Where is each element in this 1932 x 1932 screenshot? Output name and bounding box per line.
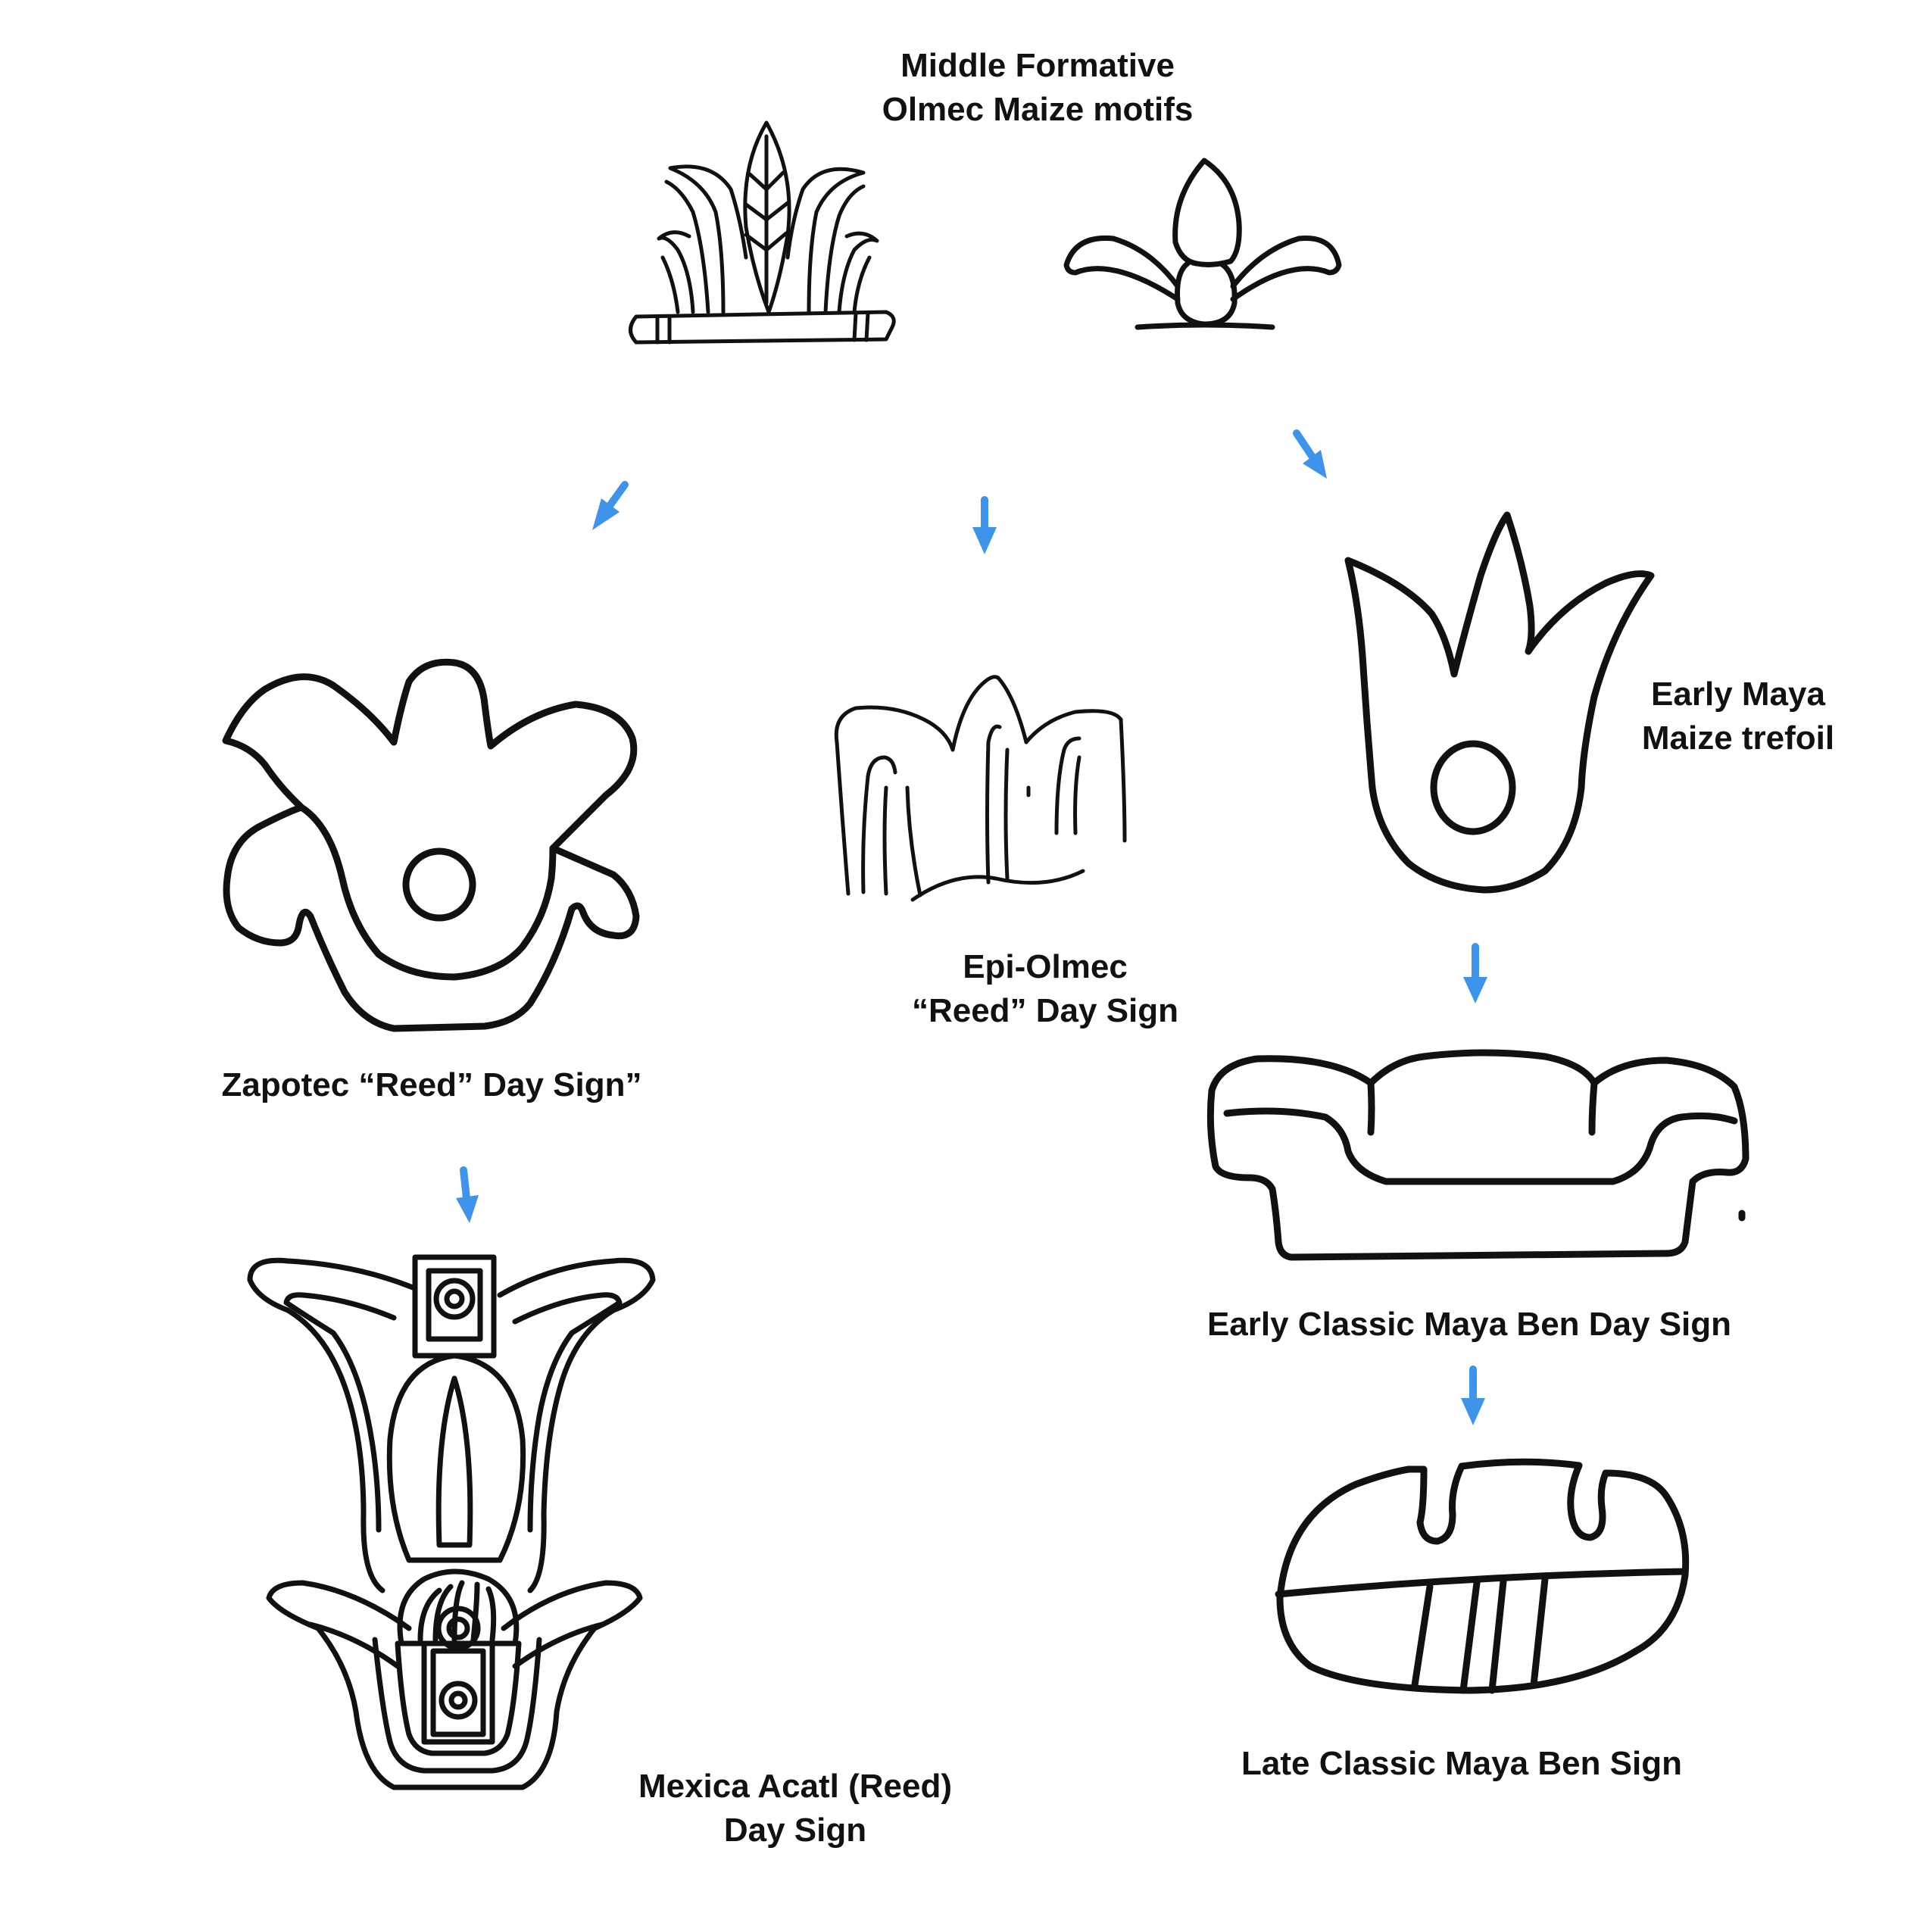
- label-line: “Reed” Day Sign: [911, 992, 1179, 1029]
- label-early-classic-ben: Early Classic Maya Ben Day Sign: [1136, 1303, 1802, 1347]
- arrow-to-epi-olmec-icon: [972, 496, 997, 554]
- label-line: Zapotec “Reed” Day Sign”: [221, 1066, 642, 1103]
- arrow-to-mexica-icon: [456, 1166, 479, 1223]
- label-line: Late Classic Maya Ben Sign: [1241, 1745, 1682, 1782]
- late-ben-glyph-icon: [1275, 1458, 1690, 1694]
- maize-trefoil-glyph-icon: [1344, 511, 1655, 894]
- olmec-maize-ear-icon: [629, 120, 896, 345]
- label-epi-olmec-reed: Epi-Olmec “Reed” Day Sign: [826, 945, 1265, 1033]
- arrow-to-early-classic-ben-icon: [1463, 943, 1487, 1003]
- early-ben-glyph-icon: [1206, 1049, 1749, 1261]
- label-line: Middle Formative: [900, 47, 1175, 84]
- label-mexica-acatl: Mexica Acatl (Reed) Day Sign: [591, 1765, 1000, 1852]
- label-early-maya-trefoil: Early Maya Maize trefoil: [1594, 673, 1882, 760]
- arrow-to-late-classic-ben-icon: [1461, 1366, 1485, 1425]
- label-zapotec-reed: Zapotec “Reed” Day Sign”: [136, 1063, 727, 1107]
- label-line: Olmec Maize motifs: [882, 91, 1194, 128]
- label-line: Day Sign: [723, 1812, 867, 1849]
- label-line: Early Maya: [1651, 676, 1825, 713]
- label-line: Epi-Olmec: [963, 948, 1128, 985]
- arrow-to-early-maya-icon: [1293, 429, 1327, 479]
- label-line: Early Classic Maya Ben Day Sign: [1206, 1306, 1732, 1343]
- zapotec-reed-glyph-icon: [222, 658, 640, 1032]
- label-line: Mexica Acatl (Reed): [638, 1768, 953, 1805]
- epi-olmec-reed-glyph-icon: [834, 675, 1127, 902]
- label-late-classic-ben: Late Classic Maya Ben Sign: [1181, 1742, 1742, 1786]
- label-olmec-maize: Middle Formative Olmec Maize motifs: [795, 44, 1280, 132]
- olmec-maize-trefoil-icon: [1063, 158, 1342, 330]
- arrow-to-zapotec-icon: [592, 481, 629, 530]
- mexica-acatl-glyph-icon: [247, 1254, 656, 1790]
- label-line: Maize trefoil: [1641, 719, 1835, 757]
